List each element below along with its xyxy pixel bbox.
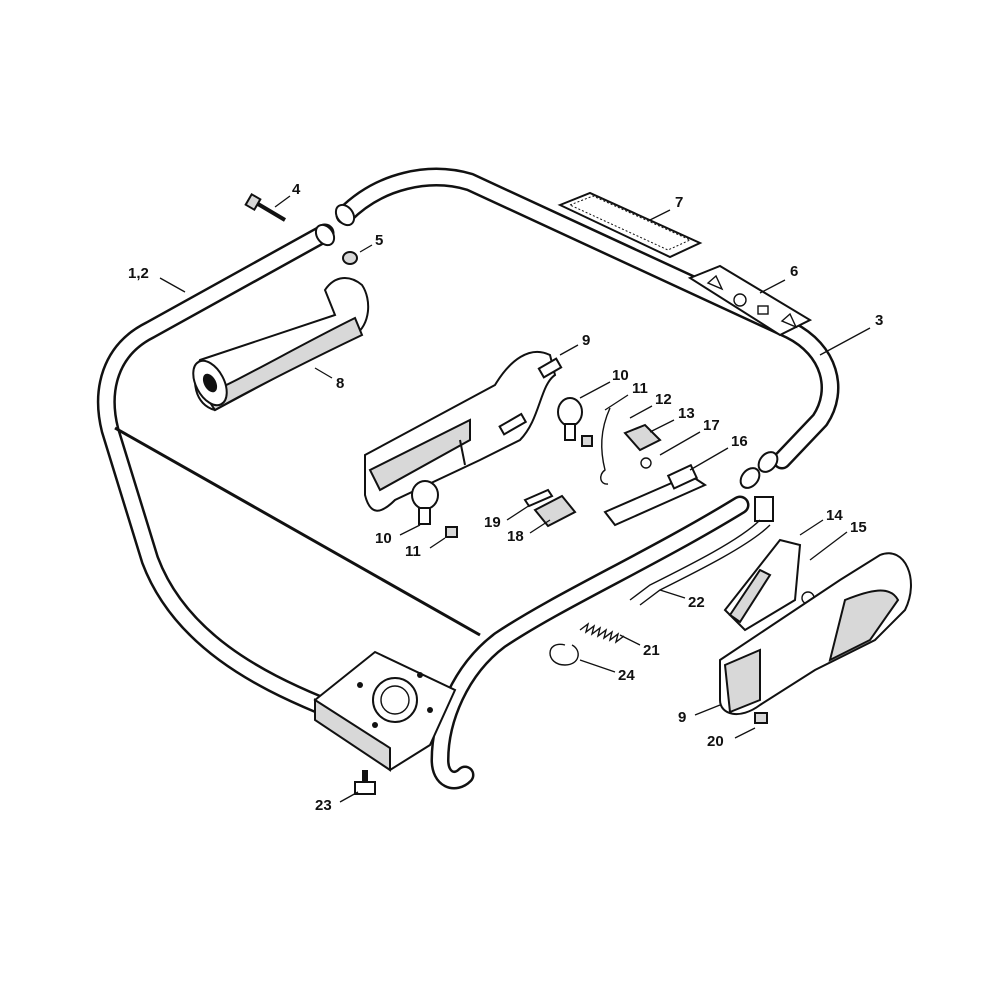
interlock-18	[533, 494, 577, 528]
nut-5	[342, 251, 358, 265]
spring-21	[579, 622, 625, 644]
callout-23: 23	[315, 797, 332, 814]
callout-19: 19	[484, 514, 501, 531]
retaining-ring-24	[549, 643, 579, 666]
callout-10-b: 10	[375, 530, 392, 547]
clamp-10-a	[557, 397, 583, 441]
callout-7: 7	[675, 194, 683, 211]
callout-11-a: 11	[632, 380, 648, 397]
callout-9-a: 9	[582, 332, 590, 349]
callout-16: 16	[731, 433, 748, 450]
handle-housing-9-left	[364, 350, 563, 512]
lever-13	[623, 423, 662, 452]
callout-12: 12	[655, 391, 672, 408]
callout-13: 13	[678, 405, 695, 422]
base-mount-plate	[313, 650, 457, 772]
callout-11-b: 11	[405, 543, 421, 560]
callout-3: 3	[875, 312, 883, 329]
callout-15: 15	[850, 519, 867, 536]
loop-handle-tube	[96, 167, 840, 790]
trigger-14	[723, 538, 802, 632]
callout-4: 4	[292, 181, 301, 198]
warning-label-6	[687, 264, 813, 337]
screw-11-a	[581, 435, 593, 447]
throttle-cable-22	[629, 496, 774, 606]
callout-20: 20	[707, 733, 724, 750]
screw-20	[754, 712, 768, 724]
callout-24: 24	[618, 667, 635, 684]
callout-5: 5	[375, 232, 383, 249]
grip-sleeve-8	[192, 277, 370, 412]
callout-8: 8	[336, 375, 344, 392]
callout-9-b: 9	[678, 709, 686, 726]
callout-labels: 1,2 3 4 5 6 7 8 9 10 11 12 13 17 16 19 1…	[128, 181, 883, 814]
clamp-10-b	[411, 480, 439, 525]
callout-14: 14	[826, 507, 843, 524]
throttle-trigger-16	[603, 463, 708, 527]
spring-12	[600, 407, 611, 485]
callout-17: 17	[703, 417, 720, 434]
callout-18: 18	[507, 528, 524, 545]
label-plate-7	[557, 191, 703, 259]
screw-4	[244, 192, 287, 222]
callout-22: 22	[688, 594, 705, 611]
spring-17	[640, 457, 652, 469]
screw-11-b	[445, 526, 458, 538]
callout-6: 6	[790, 263, 798, 280]
callout-1-2: 1,2	[128, 265, 149, 282]
callout-21: 21	[643, 642, 660, 659]
handle-housing-9-right	[719, 552, 912, 715]
callout-10-a: 10	[612, 367, 629, 384]
leader-lines	[159, 195, 871, 803]
spring-19	[523, 488, 554, 508]
screw-23	[354, 770, 376, 795]
